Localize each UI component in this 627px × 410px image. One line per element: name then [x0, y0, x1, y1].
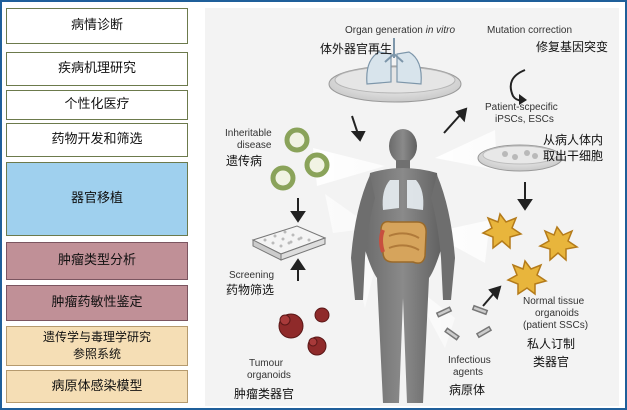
app-label: 肿瘤药敏性鉴定	[51, 295, 143, 310]
infectious-en-1: Infectious	[448, 355, 491, 366]
app-label: 药物开发和筛选	[51, 132, 143, 147]
organ-generation-zh: 体外器官再生	[320, 41, 392, 56]
app-label: 疾病机理研究	[57, 61, 136, 76]
inheritable-en-1: Inheritable	[225, 128, 272, 139]
normal-tissue-en-3: (patient SSCs)	[523, 320, 588, 331]
process-arrows	[290, 107, 533, 307]
screening-plate	[251, 225, 327, 261]
normal-tissue-zh-1: 私人订制	[527, 337, 575, 351]
diagram-panel: Organ generation in vitro 体外器官再生 Mutatio…	[205, 8, 619, 406]
inheritable-zh: 遗传病	[226, 153, 262, 168]
app-label: 个性化医疗	[64, 97, 130, 112]
app-label: 器官移植	[70, 191, 123, 206]
app-box-tumour-typing: 肿瘤类型分析	[6, 242, 188, 280]
app-label: 病原体感染模型	[51, 378, 143, 394]
normal-tissue-organoids	[481, 212, 579, 296]
tumour-en-1: Tumour	[249, 358, 284, 369]
patient-cells-en-1: Patient-scpecific	[485, 102, 558, 113]
app-label: 遗传学与毒理学研究 参照系统	[42, 330, 151, 361]
patient-cells-zh-2: 取出干细胞	[543, 149, 603, 163]
screening-zh: 药物筛选	[226, 282, 274, 297]
mutation-correction-en: Mutation correction	[487, 25, 572, 36]
organoid-diagram: Organ generation in vitro 体外器官再生 Mutatio…	[225, 25, 608, 403]
inheritable-en-2: disease	[237, 140, 272, 151]
infectious-zh: 病原体	[449, 382, 485, 397]
app-box-drug-screening: 药物开发和筛选	[6, 123, 188, 157]
inheritable-disease-organoids	[270, 127, 330, 191]
app-box-personalized: 个性化医疗	[6, 90, 188, 120]
app-box-tumour-sensitivity: 肿瘤药敏性鉴定	[6, 285, 188, 321]
mutation-correction-zh: 修复基因突变	[536, 39, 608, 54]
tumour-zh: 肿瘤类器官	[234, 386, 294, 401]
organ-generation-en: Organ generation in vitro	[345, 25, 456, 36]
app-box-diagnosis: 病情诊断	[6, 8, 188, 44]
tumour-en-2: organoids	[247, 370, 291, 381]
mutation-correction-icon	[509, 69, 526, 102]
infectious-en-2: agents	[453, 367, 483, 378]
tumour-organoids	[278, 307, 330, 356]
normal-tissue-en-1: Normal tissue	[523, 296, 585, 307]
screening-en: Screening	[229, 270, 274, 281]
infectious-agents-icon	[435, 304, 493, 341]
app-box-infection-model: 病原体感染模型	[6, 370, 188, 403]
app-label: 病情诊断	[70, 18, 123, 33]
app-box-transplant: 器官移植	[6, 162, 188, 236]
app-box-toxicology: 遗传学与毒理学研究 参照系统	[6, 326, 188, 366]
organ-generation-dish	[328, 38, 462, 103]
app-box-mechanism: 疾病机理研究	[6, 52, 188, 86]
human-body	[351, 129, 455, 403]
app-label: 肿瘤类型分析	[57, 253, 136, 268]
normal-tissue-zh-2: 类器官	[533, 354, 569, 369]
patient-cells-en-2: iPSCs, ESCs	[495, 114, 554, 125]
stem-cell-dish	[477, 144, 563, 172]
patient-cells-zh-1: 从病人体内	[543, 132, 603, 147]
normal-tissue-en-2: organoids	[535, 308, 579, 319]
